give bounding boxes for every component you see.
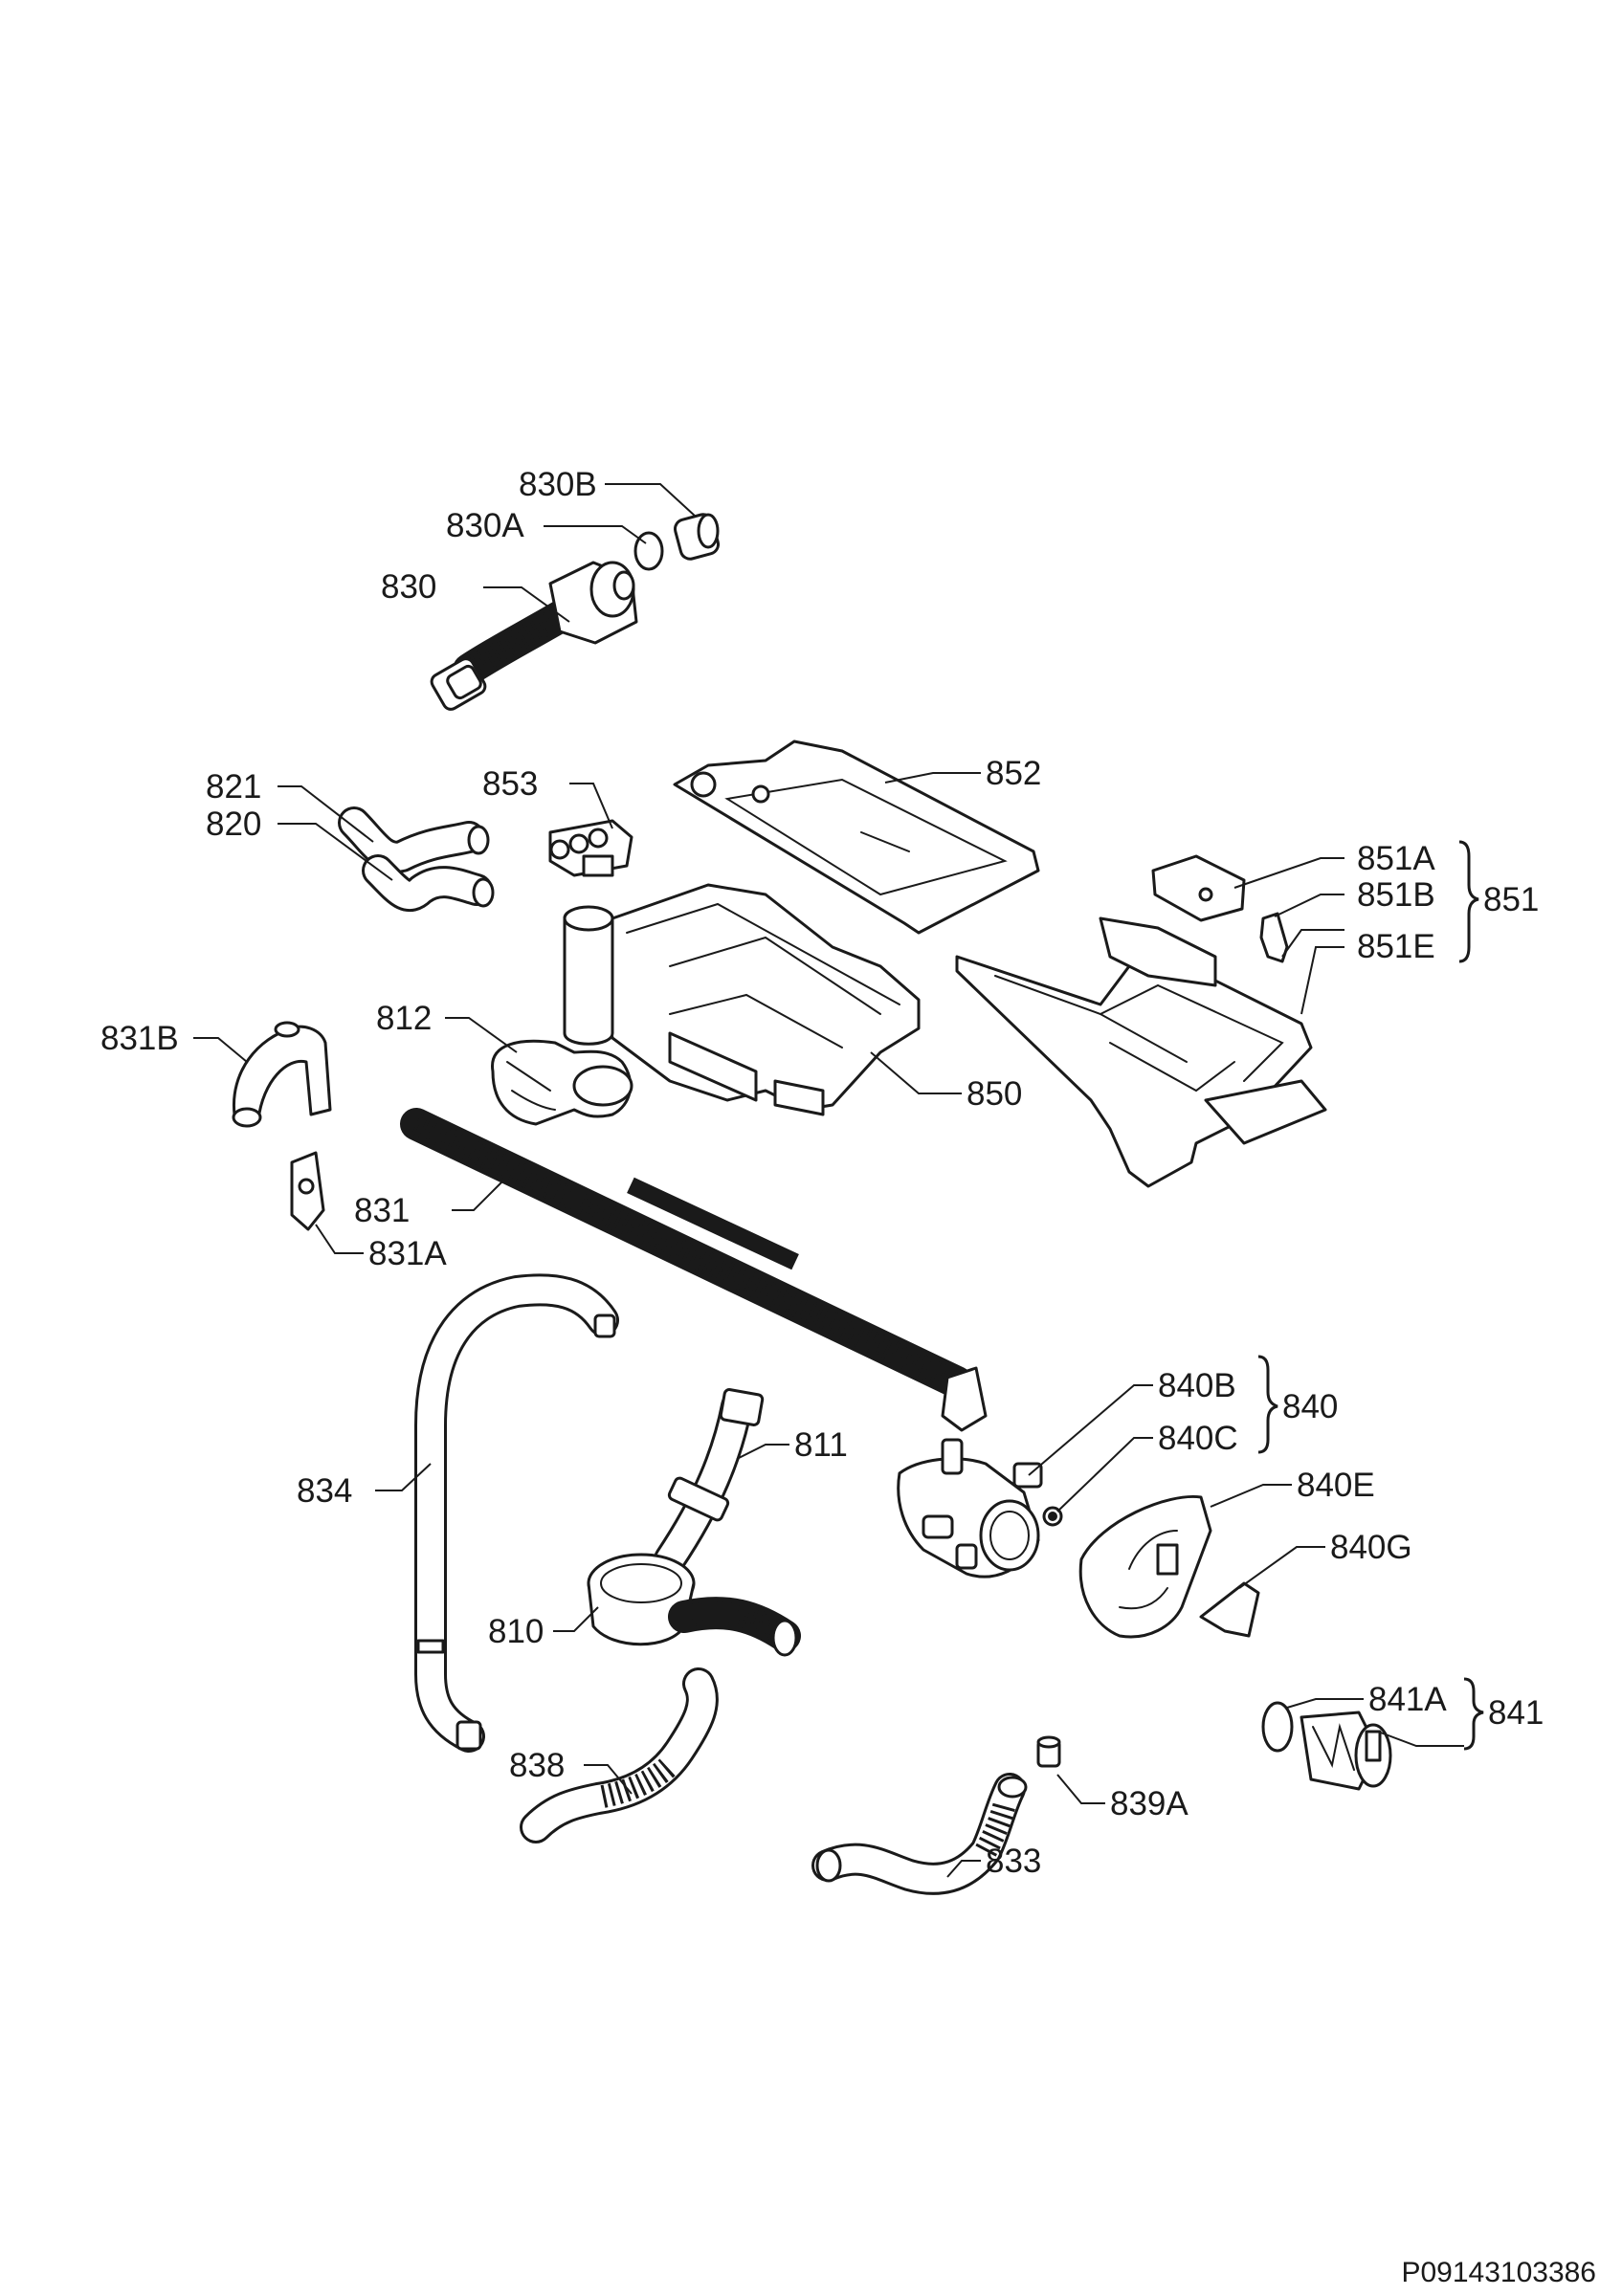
- part-851B-clip[interactable]: [1259, 912, 1289, 963]
- part-851A-siphon-cap[interactable]: [1151, 854, 1246, 922]
- part-840C-grommet[interactable]: [1042, 1506, 1063, 1527]
- label-810: 810: [488, 1613, 544, 1650]
- label-831B: 831B: [100, 1020, 179, 1057]
- part-840E-filter-housing[interactable]: [1078, 1494, 1212, 1639]
- label-812: 812: [376, 1000, 432, 1037]
- part-838-hose[interactable]: [520, 1667, 719, 1843]
- part-831B-hose-bracket[interactable]: [232, 1021, 332, 1128]
- part-831A-clip[interactable]: [290, 1151, 325, 1231]
- part-853-valve[interactable]: [548, 819, 633, 877]
- label-852: 852: [986, 755, 1041, 792]
- part-851-detergent-drawer[interactable]: [955, 916, 1327, 1188]
- label-830: 830: [381, 568, 436, 606]
- part-831-drain-hose[interactable]: [400, 1108, 988, 1432]
- label-841: 841: [1488, 1694, 1544, 1732]
- part-830B-nut[interactable]: [673, 513, 721, 562]
- part-830A-ring[interactable]: [633, 531, 664, 571]
- part-821-820-hoses[interactable]: [338, 806, 495, 912]
- brace-851: [1458, 840, 1479, 963]
- label-839A: 839A: [1110, 1785, 1189, 1822]
- label-851B: 851B: [1357, 876, 1435, 914]
- part-811-hose[interactable]: [654, 1388, 765, 1576]
- label-821: 821: [206, 768, 261, 806]
- brace-840: [1257, 1355, 1278, 1454]
- drawing-code: P09143103386: [1401, 2257, 1596, 2288]
- label-840: 840: [1282, 1388, 1338, 1425]
- part-840-drain-pump[interactable]: [897, 1438, 1040, 1578]
- label-834: 834: [297, 1472, 352, 1510]
- label-851: 851: [1483, 881, 1539, 918]
- label-841A: 841A: [1368, 1681, 1447, 1718]
- label-840E: 840E: [1297, 1467, 1375, 1504]
- label-833: 833: [986, 1843, 1041, 1880]
- part-841A-o-ring[interactable]: [1261, 1701, 1294, 1753]
- part-810-sump[interactable]: [587, 1553, 801, 1657]
- label-851A: 851A: [1357, 840, 1435, 877]
- label-830B: 830B: [519, 466, 597, 503]
- callout-labels: 830B 830A 830 852 853 821 820 851A 851B …: [100, 466, 1544, 1880]
- label-838: 838: [509, 1747, 565, 1784]
- part-834-hose[interactable]: [414, 1273, 619, 1753]
- part-830-inlet-hose[interactable]: [429, 561, 638, 712]
- label-831A: 831A: [368, 1235, 447, 1272]
- label-831: 831: [354, 1192, 410, 1229]
- leader-lines: [193, 483, 1464, 1878]
- part-840G-flap[interactable]: [1199, 1581, 1260, 1638]
- part-812-bellows[interactable]: [491, 1039, 633, 1126]
- brace-841: [1463, 1677, 1484, 1751]
- label-840G: 840G: [1330, 1529, 1412, 1566]
- part-852-dispenser-lid[interactable]: [673, 740, 1040, 935]
- label-840C: 840C: [1158, 1420, 1238, 1457]
- label-850: 850: [967, 1075, 1022, 1113]
- label-820: 820: [206, 806, 261, 843]
- part-850-dispenser-housing[interactable]: [563, 883, 921, 1116]
- label-811: 811: [794, 1426, 848, 1464]
- part-839A-connector[interactable]: [1036, 1735, 1061, 1768]
- label-853: 853: [482, 765, 538, 803]
- label-830A: 830A: [446, 507, 524, 544]
- label-840B: 840B: [1158, 1367, 1236, 1404]
- label-851E: 851E: [1357, 928, 1435, 965]
- part-841-drain-filter[interactable]: [1300, 1711, 1392, 1791]
